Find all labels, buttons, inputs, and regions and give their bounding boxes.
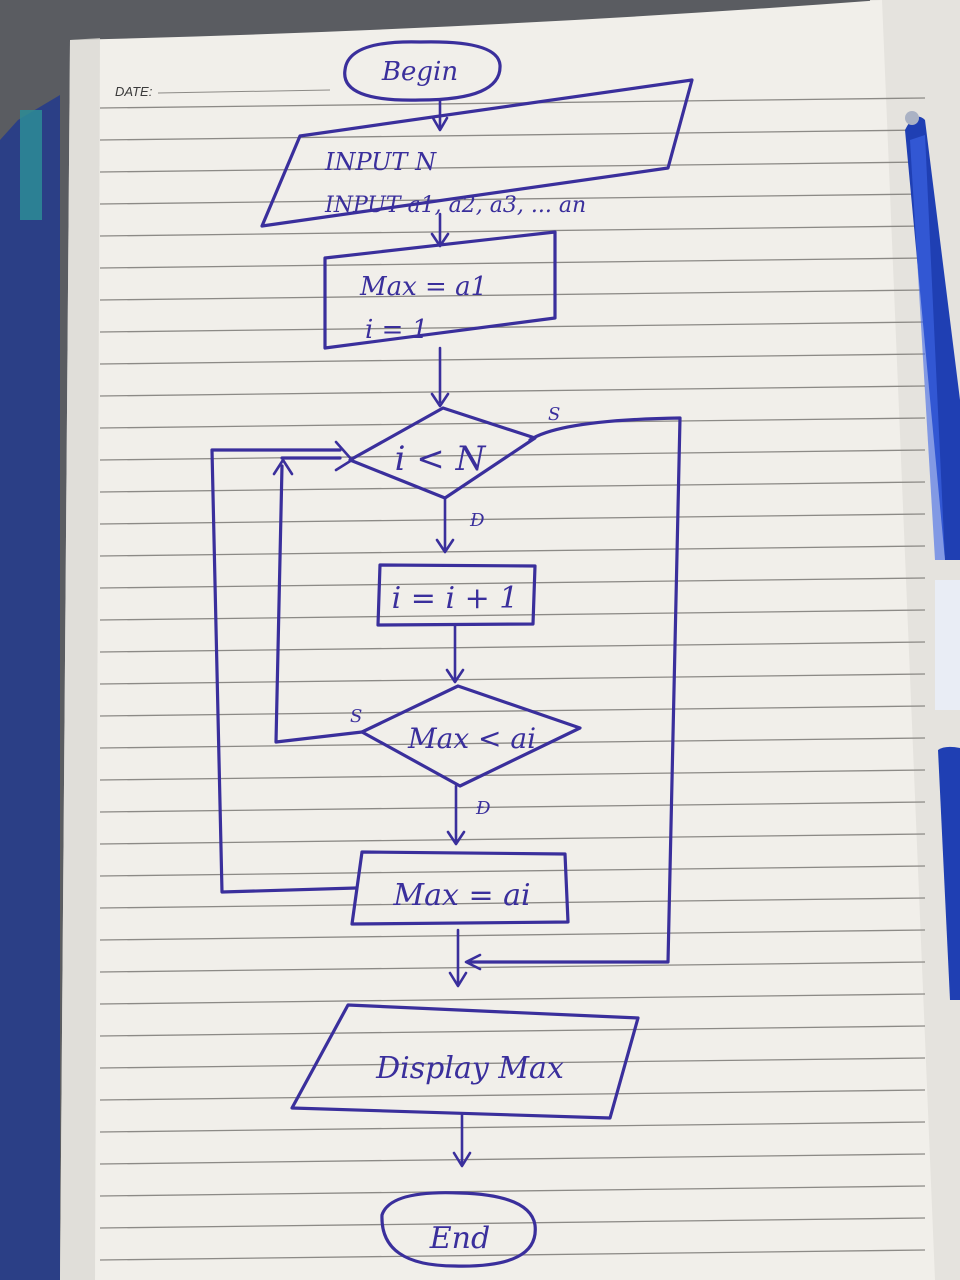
init-box [323,230,557,350]
ruled-lines [99,97,926,1261]
ruled-line [99,897,926,909]
end-label: End [429,1221,490,1256]
ruled-line [99,545,926,557]
input-parallelogram [260,78,694,228]
ruled-line [99,1249,926,1261]
begin-label: Begin [381,57,458,87]
ruled-line [99,513,926,525]
ruled-line [99,1025,926,1037]
ruled-line [99,705,926,717]
compare-false-label: S [350,706,362,727]
compare-false-loop-line [274,464,364,744]
pen-1 [905,111,960,710]
ruled-line [99,481,926,493]
begin-terminator [343,40,502,102]
ruled-line [99,769,926,781]
output-label: Display Max [375,1051,564,1086]
ruled-line [99,1121,926,1133]
ruled-line [99,673,926,685]
ruled-line [99,129,926,141]
ruled-line [99,289,926,301]
increment-box [376,563,537,627]
ruled-line [99,321,926,333]
ruled-line [99,385,926,397]
init-line-2: i = 1 [365,315,428,345]
ruled-line [99,417,926,429]
assign-box [350,850,570,926]
ruled-line [99,1153,926,1165]
compare-condition: Max < ai [407,722,536,755]
ruled-line [99,225,926,237]
ruled-line [99,801,926,813]
ruled-line [99,1089,926,1101]
input-line-1: INPUT N [324,148,437,176]
ruled-line [99,97,926,109]
ruled-line [99,961,926,973]
ruled-line [99,865,926,877]
ruled-line [99,577,926,589]
increment-label: i = i + 1 [392,581,519,616]
pen-2 [938,746,960,1000]
date-label: DATE: [115,84,153,99]
ruled-line [99,833,926,845]
end-terminator [380,1191,537,1268]
assign-label: Max = ai [392,878,530,913]
ruled-line [99,1057,926,1069]
ruled-line [99,993,926,1005]
loop-true-label: Đ [469,510,485,531]
ruled-line [99,193,926,205]
ruled-line [99,257,926,269]
notebook-cover [0,95,60,1280]
output-parallelogram [290,1003,640,1120]
compare-true-label: Đ [475,798,491,819]
ruled-line [99,449,926,461]
ruled-line [99,737,926,749]
notebook-page [60,0,935,1280]
ruled-line [99,609,926,621]
init-line-1: Max = a1 [359,272,487,302]
ruled-line [99,1217,926,1229]
ruled-line [99,641,926,653]
ruled-line [99,1185,926,1197]
ruled-line [99,353,926,365]
loop-condition: i < N [395,439,487,479]
loop-false-label: S [548,404,560,425]
compare-decision [360,684,582,788]
ruled-line [99,929,926,941]
loop-exit-line [466,416,682,964]
input-line-2: INPUT a1, a2, a3, ... an [324,193,586,218]
assign-loop-back-line [210,448,358,894]
ruled-line [99,161,926,173]
flowchart: Begin INPUT N INPUT a1, a2, a3, ... an M… [210,40,694,1268]
